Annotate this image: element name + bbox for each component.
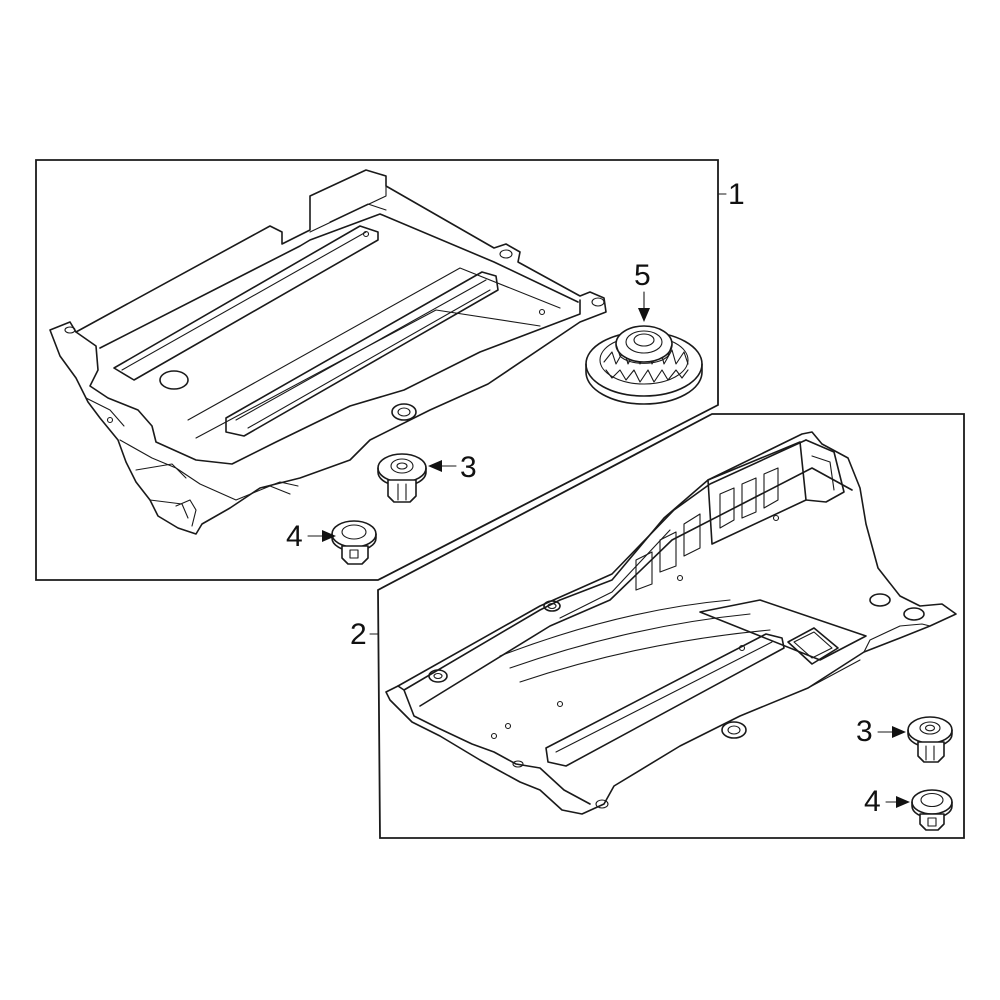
callout-3a-arrowhead [428, 460, 442, 472]
callout-5: 5 [634, 259, 651, 292]
group-1-frame [35, 159, 719, 581]
push-clip-icon [377, 453, 427, 503]
underbody-shield-panel-icon [385, 431, 957, 815]
group-2-frame [377, 413, 965, 839]
push-clip-icon [907, 716, 953, 763]
callout-1: 1 [728, 178, 745, 211]
callout-4a: 4 [286, 520, 303, 553]
push-nut-icon [331, 520, 377, 565]
push-nut-icon [911, 789, 953, 831]
callout-5-arrowhead [638, 308, 650, 322]
callout-4a-arrowhead [322, 530, 336, 542]
callout-3a: 3 [460, 451, 477, 484]
grommet-icon [585, 325, 703, 405]
callout-3b-arrowhead [892, 726, 906, 738]
callout-2: 2 [350, 618, 367, 651]
callout-4b-arrowhead [896, 796, 910, 808]
callout-3b: 3 [856, 715, 873, 748]
callout-4b: 4 [864, 785, 881, 818]
underbody-shield-panel-icon [49, 169, 607, 535]
